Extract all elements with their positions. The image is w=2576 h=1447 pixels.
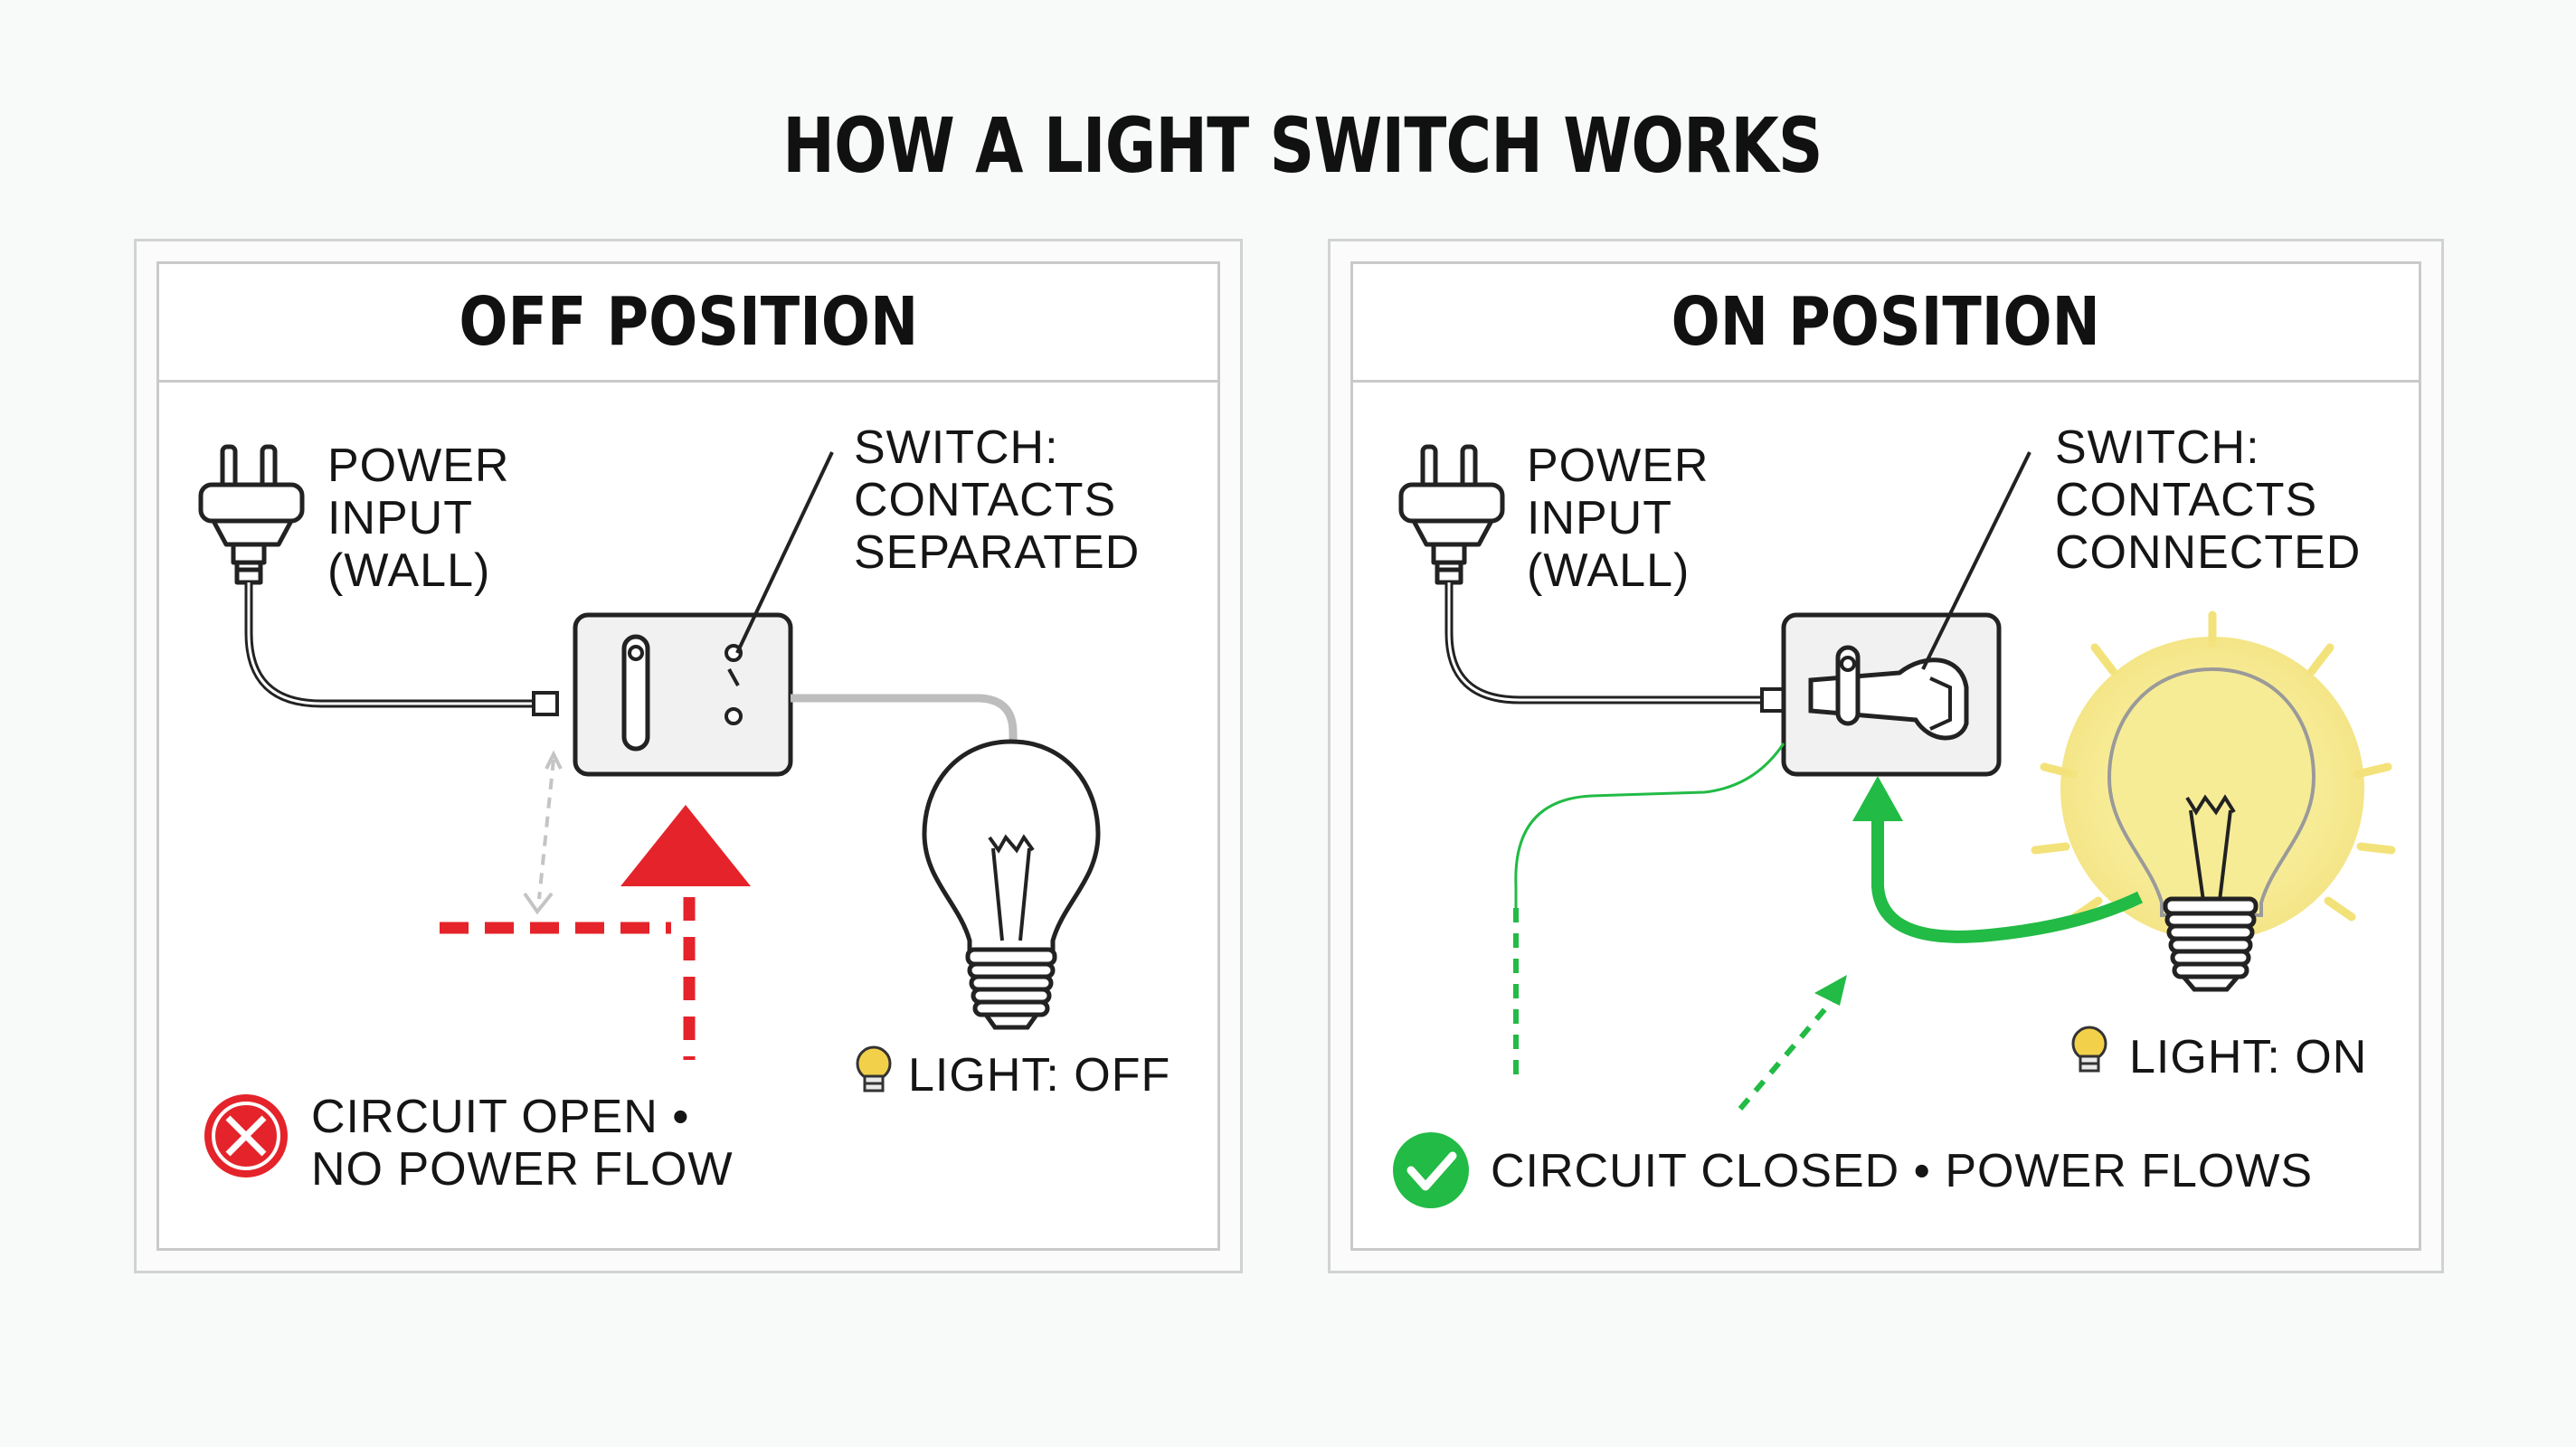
bulb-icon: [922, 739, 1101, 1030]
off-status-label: CIRCUIT OPEN • NO POWER FLOW: [311, 1091, 734, 1196]
switch-icon: [1781, 612, 2002, 777]
small-bulb-icon: [2071, 1026, 2107, 1073]
main-title: HOW A LIGHT SWITCH WORKS: [782, 101, 1823, 190]
on-panel-header: ON POSITION: [1353, 264, 2419, 383]
on-power-input-label: POWER INPUT (WALL): [1527, 440, 1709, 597]
on-light-label: LIGHT: ON: [2129, 1031, 2368, 1083]
off-output-wire: [791, 694, 1018, 751]
on-dashed-arrowhead: [1814, 975, 1847, 1006]
switch-icon: [573, 612, 793, 777]
off-switch-label: SWITCH: CONTACTS SEPARATED: [854, 421, 1141, 579]
off-panel-title: OFF POSITION: [459, 283, 918, 361]
bulb-icon: [2107, 667, 2316, 992]
on-panel-title: ON POSITION: [1671, 283, 2101, 361]
off-open-circuit-arrow: [440, 805, 751, 1060]
off-gray-dashed-arrow: [523, 750, 563, 915]
on-switch-label: SWITCH: CONTACTS CONNECTED: [2055, 421, 2362, 579]
off-power-cord: [244, 582, 537, 708]
plug-icon: [198, 444, 305, 585]
on-power-cord: [1444, 582, 1766, 705]
plug-icon: [1398, 444, 1505, 585]
small-bulb-icon: [856, 1045, 892, 1092]
on-status-label: CIRCUIT CLOSED • POWER FLOWS: [1491, 1145, 2314, 1197]
check-icon: [1393, 1132, 1469, 1208]
error-icon: [204, 1094, 288, 1177]
on-switch-arrowhead: [1852, 776, 1903, 821]
off-light-label: LIGHT: OFF: [908, 1049, 1171, 1102]
off-panel-header: OFF POSITION: [159, 264, 1217, 383]
off-power-input-label: POWER INPUT (WALL): [327, 440, 510, 597]
on-power-flow: [1513, 742, 2144, 1111]
